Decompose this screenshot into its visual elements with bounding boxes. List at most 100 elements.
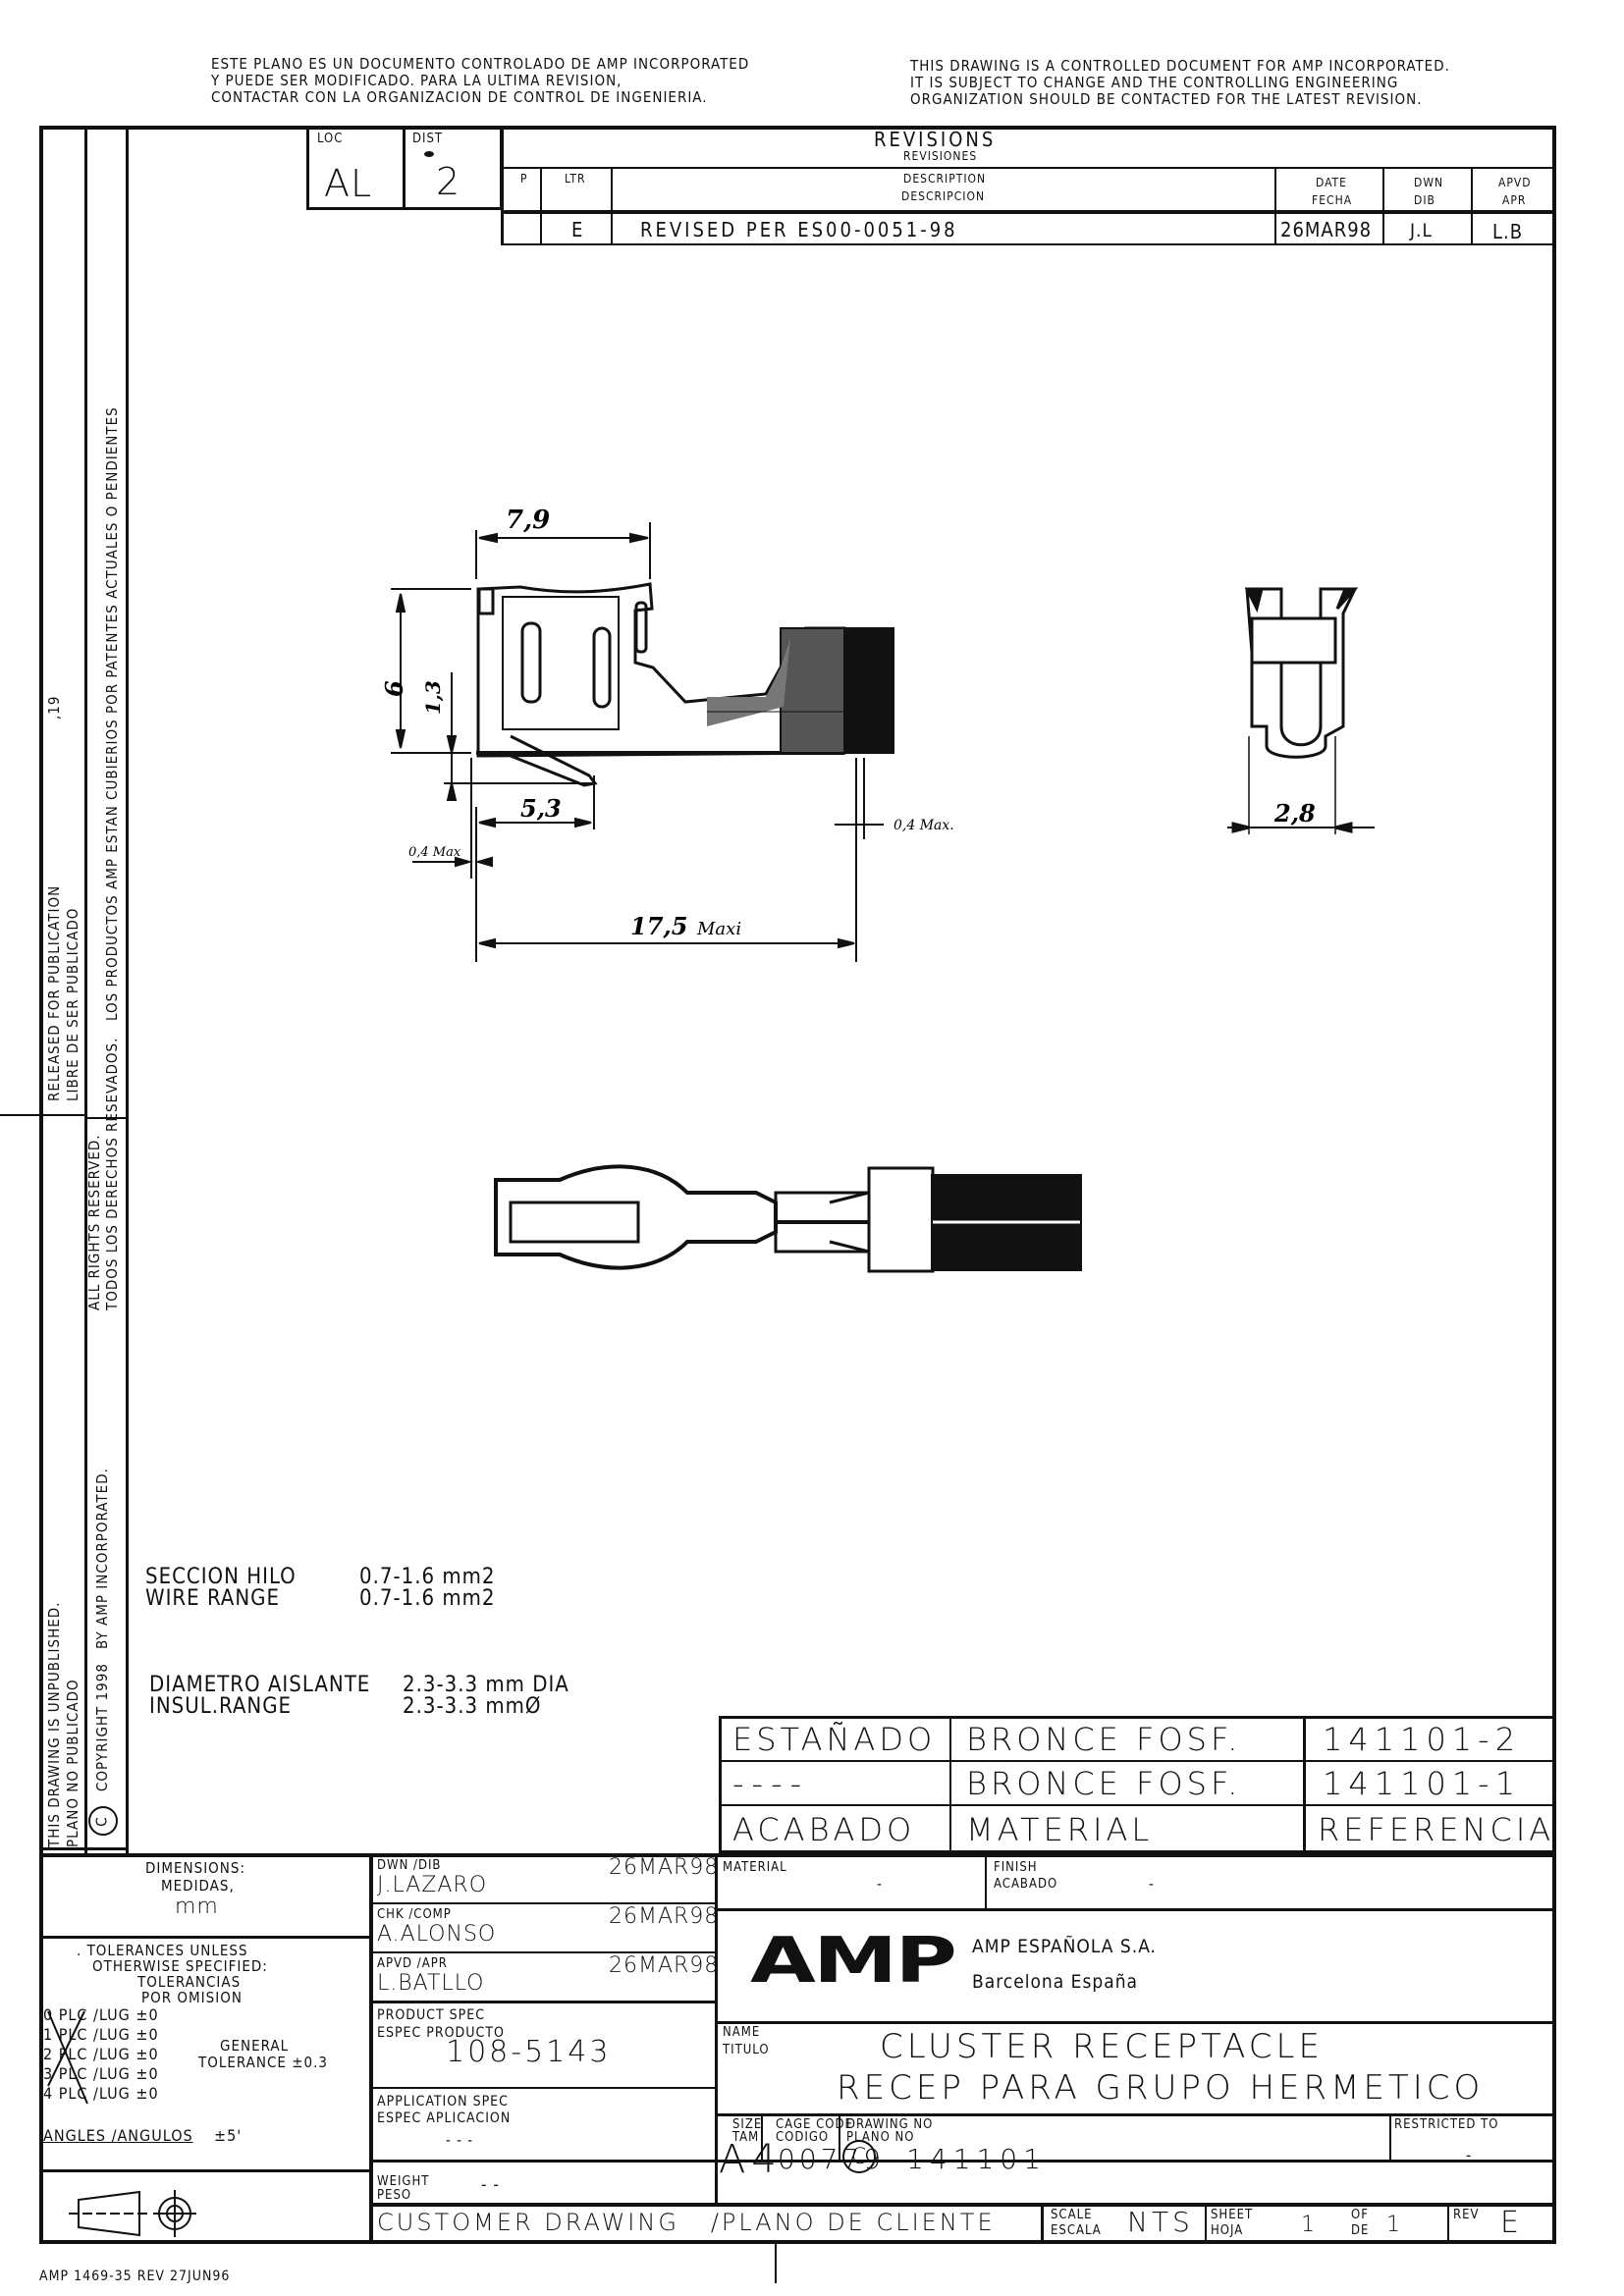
rev-header-apvd-es: APR	[1502, 193, 1527, 207]
rev-header-description-es: DESCRIPCION	[901, 189, 986, 203]
dist-marker-icon	[424, 151, 434, 157]
scale-value: NTS	[1127, 2206, 1194, 2238]
name-label: NAME	[723, 2025, 761, 2040]
copyright-text: COPYRIGHT 1998	[93, 1663, 111, 1791]
tolerance-row: 3 PLC /LUG ±0	[43, 2064, 159, 2083]
approved-label: APVD /APR	[377, 1956, 448, 1971]
side-view-drawing: 7,9 6 1,3 5,3 0,4 Max 17,5 Maxi 0,4 Max.	[380, 506, 954, 962]
unpublished-label: THIS DRAWING IS UNPUBLISHED.	[45, 1601, 63, 1847]
strip-divider-2	[126, 126, 129, 1855]
customer-drawing-label: CUSTOMER DRAWING /PLANO DE CLIENTE	[377, 2209, 996, 2236]
size-label-es: TAM	[732, 2130, 760, 2145]
released-year: ,19	[45, 695, 63, 720]
header-notice-es: ESTE PLANO ES UN DOCUMENTO CONTROLADO DE…	[211, 57, 749, 105]
weight-label: WEIGHT	[377, 2174, 430, 2189]
rights-text: ALL RIGHTS RESERVED.	[85, 1134, 103, 1310]
tb-line	[39, 2169, 371, 2172]
part-reference: 141101-2	[1323, 1721, 1522, 1758]
tb-line	[761, 2113, 763, 2163]
general-label: GENERAL	[220, 2037, 290, 2055]
trim-mark	[775, 2244, 777, 2283]
dist-value: 2	[436, 160, 461, 203]
sheet-of-value: 1	[1386, 2213, 1401, 2237]
rev-dwn: J.L	[1410, 220, 1433, 241]
drawing-prefix-circle-icon: C	[842, 2140, 876, 2173]
strip-bottom	[39, 1847, 128, 1850]
title-block: DIMENSIONS: MEDIDAS, mm . TOLERANCES UNL…	[39, 1853, 1556, 2244]
col-reference: REFERENCIA	[1318, 1811, 1555, 1848]
size-value: A4	[719, 2137, 783, 2182]
tb-line	[1447, 2205, 1449, 2244]
part-material: BRONCE FOSF.	[966, 1721, 1242, 1758]
rev-apvd: L.B	[1492, 220, 1524, 243]
fold-mark	[0, 1114, 86, 1116]
insul-label: INSUL.RANGE	[149, 1694, 293, 1719]
material-value: -	[877, 1875, 883, 1893]
by-amp-text: BY AMP INCORPORATED.	[93, 1468, 111, 1649]
notice-line: THIS DRAWING IS A CONTROLLED DOCUMENT FO…	[910, 57, 1450, 75]
weight-label-es: PESO	[377, 2188, 412, 2203]
tb-line	[39, 2240, 1556, 2244]
tb-line	[717, 2021, 1556, 2024]
tb-line	[1552, 1853, 1556, 2244]
part-reference: 141101-1	[1323, 1765, 1522, 1802]
rev-hline	[501, 210, 1555, 214]
tb-line	[715, 2001, 718, 2205]
tb-line	[39, 1853, 1556, 1857]
product-spec-value: 108-5143	[446, 2035, 612, 2069]
dimensions-label: DIMENSIONS:	[145, 1859, 246, 1877]
loc-divider	[403, 126, 406, 210]
strip-divider-1	[84, 126, 87, 1855]
tolerance-heading: POR OMISION	[141, 1989, 243, 2006]
approved-date: 26MAR98	[609, 1953, 720, 1978]
cage-code-label-es: CODIGO	[776, 2130, 830, 2145]
insul-value-es: 2.3-3.3 mm DIA	[403, 1673, 569, 1697]
company-name: AMP ESPAÑOLA S.A.	[972, 1936, 1157, 1957]
rev-header-p: P	[520, 172, 528, 186]
svg-text:0,4 Max.: 0,4 Max.	[893, 818, 954, 833]
tolerance-heading: OTHERWISE SPECIFIED:	[92, 1957, 268, 1975]
released-label-es: LIBRE DE SER PUBLICADO	[64, 907, 81, 1101]
cage-code-label: CAGE CODE	[776, 2117, 853, 2132]
rev-header-dwn-es: DIB	[1414, 193, 1435, 207]
pt-vline	[1303, 1716, 1306, 1853]
restricted-label: RESTRICTED TO	[1394, 2117, 1499, 2132]
tb-line	[715, 1853, 718, 2030]
company-city: Barcelona España	[972, 1971, 1139, 1993]
drawing-title-es: RECEP PARA GRUPO HERMETICO	[837, 2068, 1485, 2108]
rev-header-description: DESCRIPTION	[903, 172, 987, 186]
rev-header-dwn: DWN	[1414, 176, 1444, 189]
checked-date: 26MAR98	[609, 1904, 720, 1929]
general-tolerance: TOLERANCE ±0.3	[198, 2054, 328, 2071]
rights-text-es: TODOS LOS DERECHOS RESEVADOS.	[103, 1037, 121, 1310]
product-spec-label-es: ESPEC PRODUCTO	[377, 2025, 505, 2041]
scale-label: SCALE	[1051, 2208, 1093, 2222]
sheet-value: 1	[1301, 2213, 1316, 2237]
rev-hline	[501, 167, 1555, 169]
sheet-of-label: OF	[1351, 2208, 1369, 2222]
tolerance-row: 4 PLC /LUG ±0	[43, 2084, 159, 2103]
svg-text:17,5: 17,5	[630, 912, 687, 940]
svg-text:6: 6	[380, 680, 408, 697]
rev-label: REV	[1453, 2208, 1480, 2222]
wire-value-es: 0.7-1.6 mm2	[359, 1565, 496, 1589]
insul-label-es: DIAMETRO AISLANTE	[149, 1673, 371, 1697]
wire-label-es: SECCION HILO	[145, 1565, 297, 1589]
tb-line	[1389, 2113, 1391, 2163]
tb-line	[369, 1853, 373, 2242]
drawn-label: DWN /DIB	[377, 1858, 442, 1873]
frame-right	[1552, 126, 1556, 2241]
wire-value: 0.7-1.6 mm2	[359, 1586, 496, 1611]
restricted-value: -	[1466, 2146, 1473, 2164]
sheet-of-label-es: DE	[1351, 2223, 1370, 2238]
parts-table: ESTAÑADO BRONCE FOSF. 141101-2 ---- BRON…	[719, 1716, 1555, 1855]
tolerance-crossout	[47, 2010, 88, 2105]
part-finish: ESTAÑADO	[732, 1721, 937, 1758]
dim-width-top: 7,9	[506, 506, 550, 535]
rev-vline	[501, 126, 504, 245]
notice-line: Y PUEDE SER MODIFICADO. PARA LA ULTIMA R…	[211, 72, 623, 89]
sheet-label-es: HOJA	[1211, 2223, 1244, 2238]
drawn-name: J.LAZARO	[377, 1873, 488, 1897]
revisions-title: REVISIONS	[874, 128, 997, 151]
tolerance-heading: . TOLERANCES UNLESS	[77, 1942, 248, 1959]
